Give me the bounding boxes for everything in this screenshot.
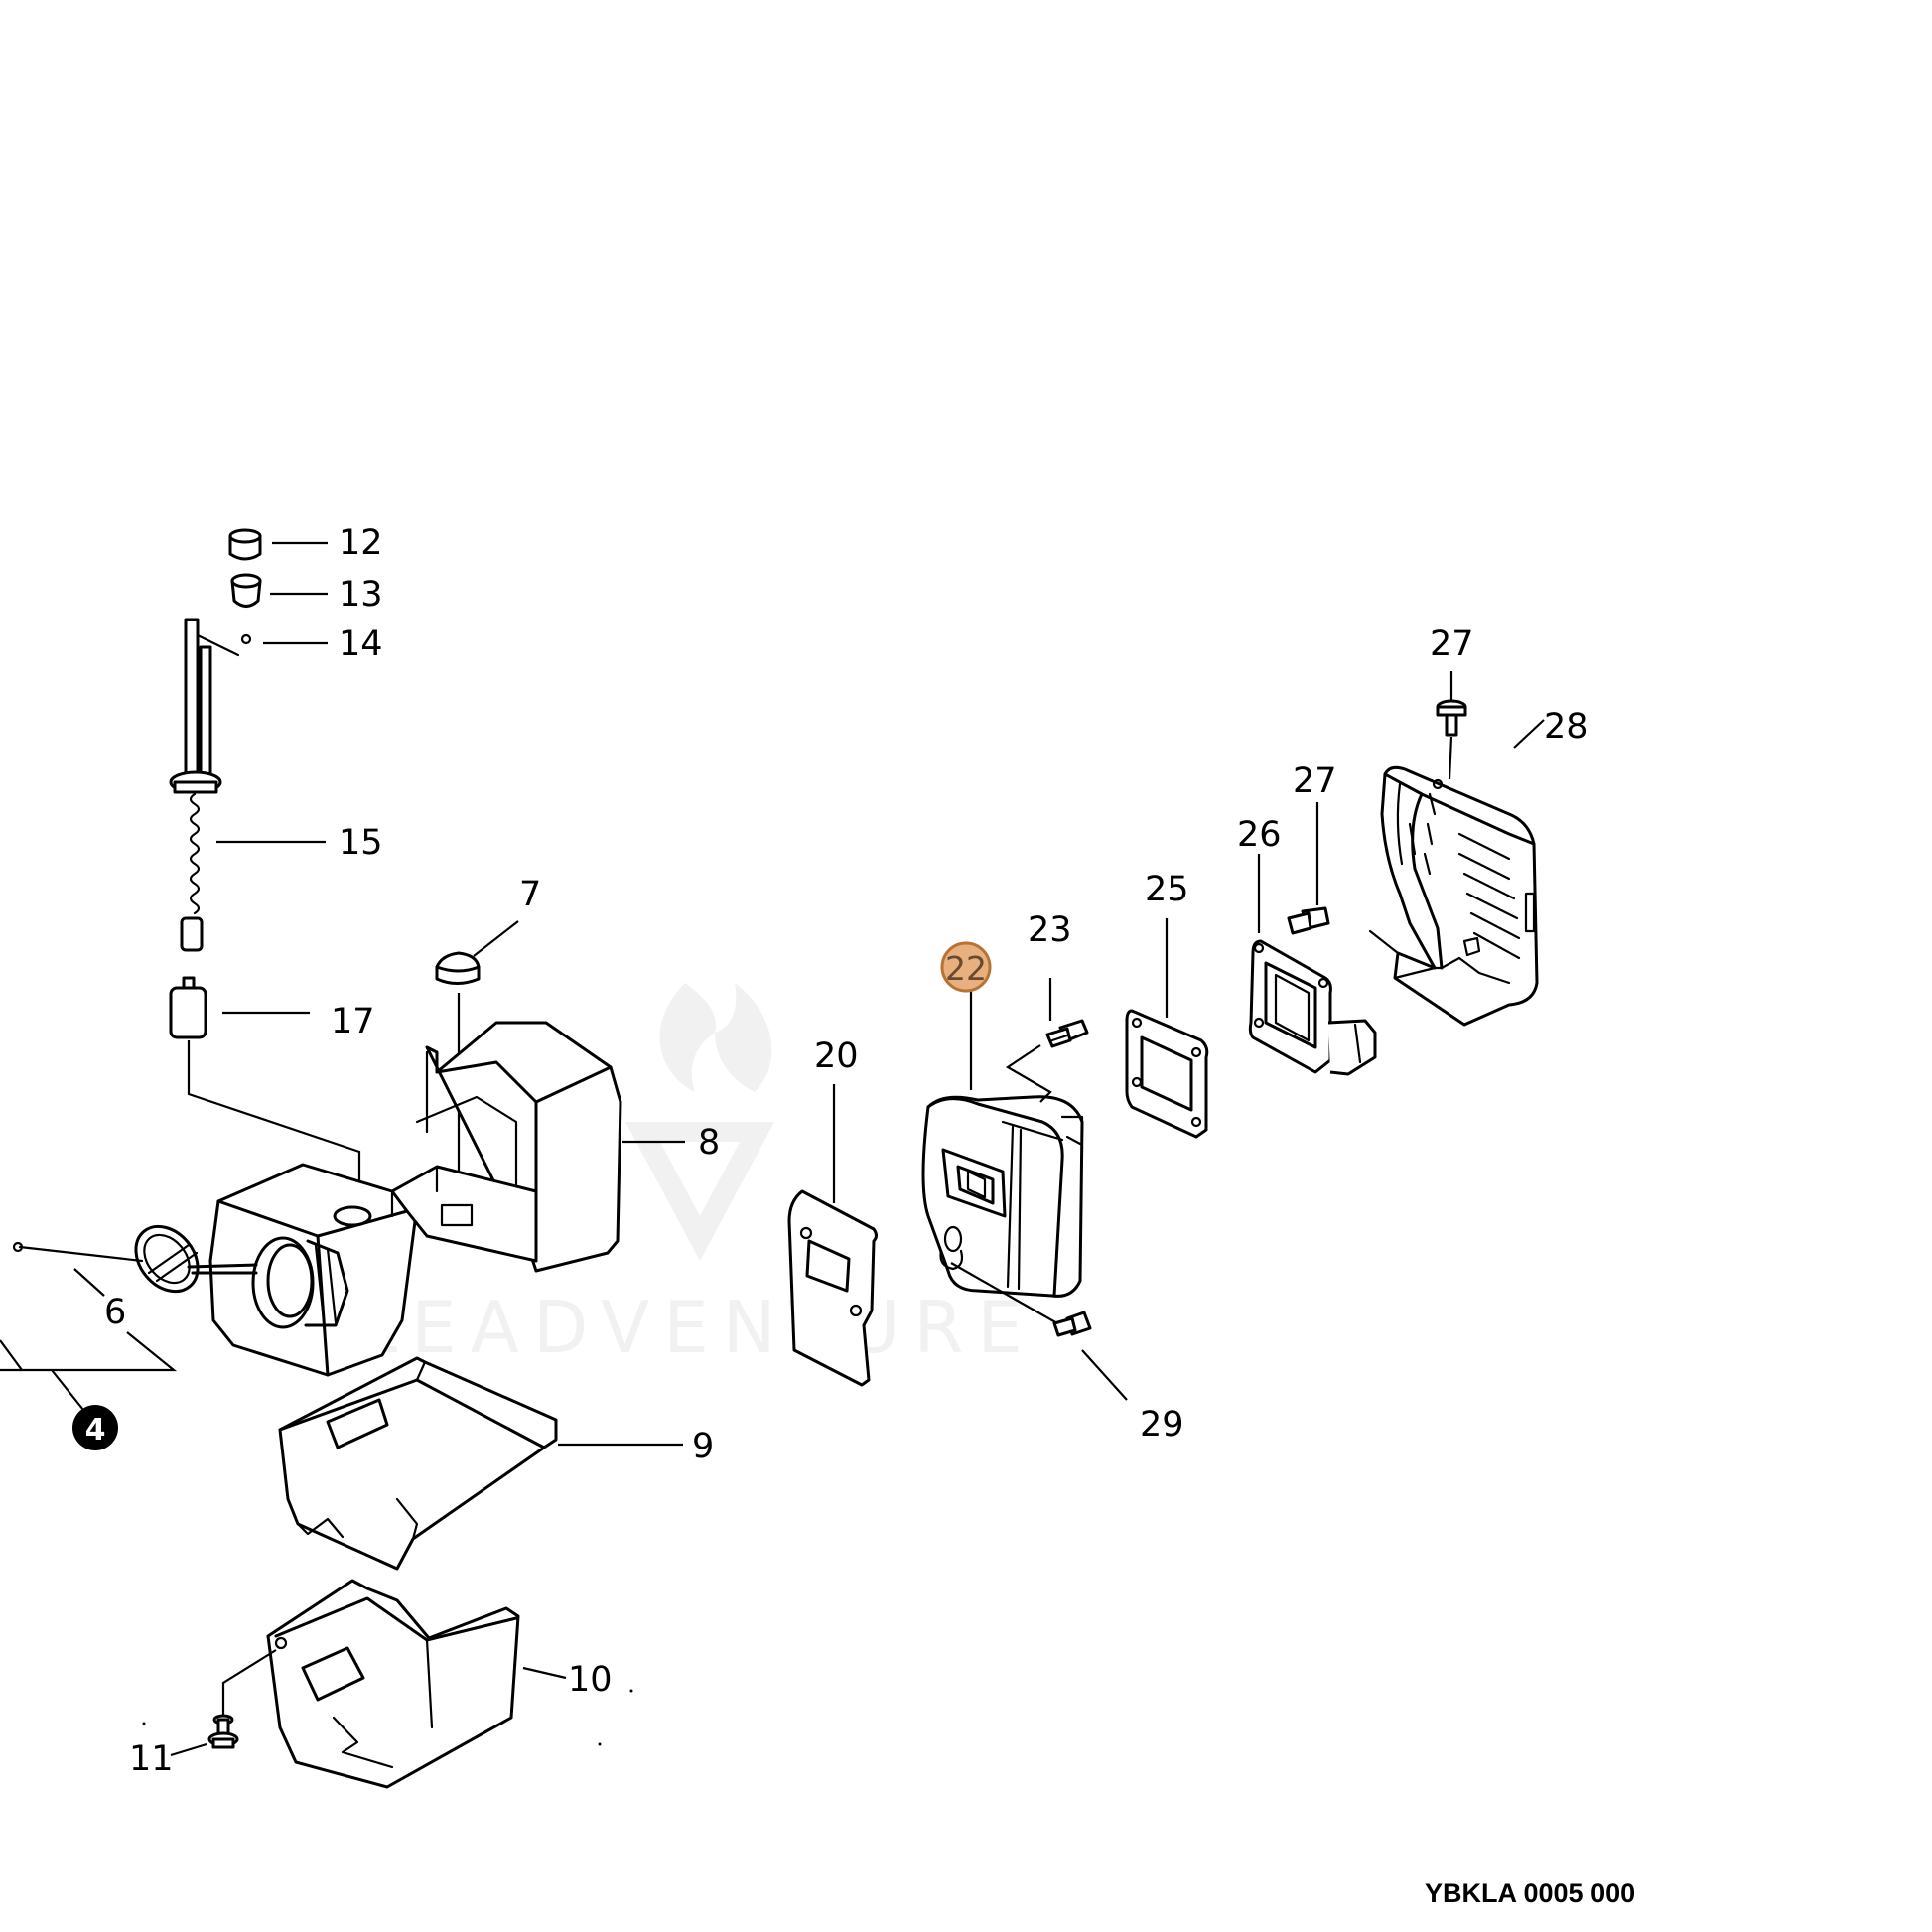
callout-11: 11 — [129, 1739, 174, 1779]
callout-27-upper: 27 — [1430, 624, 1474, 664]
part-20-gasket[interactable] — [787, 1084, 878, 1387]
callout-20: 20 — [814, 1036, 859, 1076]
flame-icon — [659, 983, 772, 1092]
watermark-logo: LEADVENTURE — [357, 983, 1036, 1369]
part-13-grommet[interactable] — [230, 573, 328, 608]
assembly-4-group[interactable] — [0, 1331, 178, 1450]
callout-8: 8 — [698, 1123, 720, 1163]
callout-10: 10 — [568, 1660, 613, 1700]
part-22-muffler[interactable] — [921, 941, 1084, 1298]
part-8-fuel-tank[interactable] — [208, 1021, 685, 1377]
print-speck — [598, 1742, 602, 1746]
part-10-lower-cover[interactable] — [266, 1579, 567, 1789]
part-7-damper[interactable] — [435, 920, 519, 1209]
callout-27-lower: 27 — [1293, 761, 1337, 801]
part-11-screw[interactable] — [170, 1649, 277, 1757]
part-14-clip[interactable] — [240, 633, 328, 645]
callout-17: 17 — [331, 1002, 375, 1041]
callout-28: 28 — [1544, 707, 1588, 747]
part-27-screw-lower[interactable] — [1287, 802, 1330, 935]
part-12-cap[interactable] — [228, 528, 328, 561]
part-6-fuel-cap[interactable] — [12, 1214, 258, 1304]
part-9-tank-guard[interactable] — [278, 1356, 683, 1571]
part-15-fuel-line[interactable] — [169, 618, 326, 952]
callout-4: 4 — [85, 1413, 106, 1448]
watermark-text: LEADVENTURE — [357, 1286, 1036, 1369]
chevron-mark-icon — [625, 1122, 774, 1261]
callout-9: 9 — [692, 1427, 714, 1466]
part-17-filter[interactable] — [169, 976, 361, 1211]
callout-13: 13 — [339, 575, 383, 615]
callout-25: 25 — [1145, 870, 1189, 909]
part-23-bolt[interactable] — [1005, 978, 1089, 1103]
part-27-screw-upper[interactable] — [1436, 671, 1467, 780]
callout-29: 29 — [1140, 1405, 1184, 1445]
callout-23: 23 — [1028, 910, 1072, 950]
print-speck — [142, 1722, 146, 1725]
print-speck — [629, 1689, 633, 1693]
part-29-bolt[interactable] — [950, 1262, 1128, 1401]
callout-12: 12 — [339, 523, 383, 563]
callout-6: 6 — [104, 1293, 126, 1332]
callout-15: 15 — [339, 823, 383, 863]
diagram-code: YBKLA 0005 000 — [1425, 1878, 1635, 1908]
assembly-4-badge — [72, 1405, 118, 1450]
part-25-gasket[interactable] — [1125, 918, 1209, 1139]
part-28-heat-shield[interactable] — [1368, 719, 1545, 1027]
callout-22: 22 — [945, 949, 987, 988]
callout-14: 14 — [339, 624, 383, 664]
part-26-deflector[interactable] — [1248, 854, 1377, 1076]
callout-22-highlight[interactable] — [940, 941, 992, 993]
callout-26: 26 — [1237, 815, 1282, 855]
callout-7: 7 — [519, 875, 541, 914]
